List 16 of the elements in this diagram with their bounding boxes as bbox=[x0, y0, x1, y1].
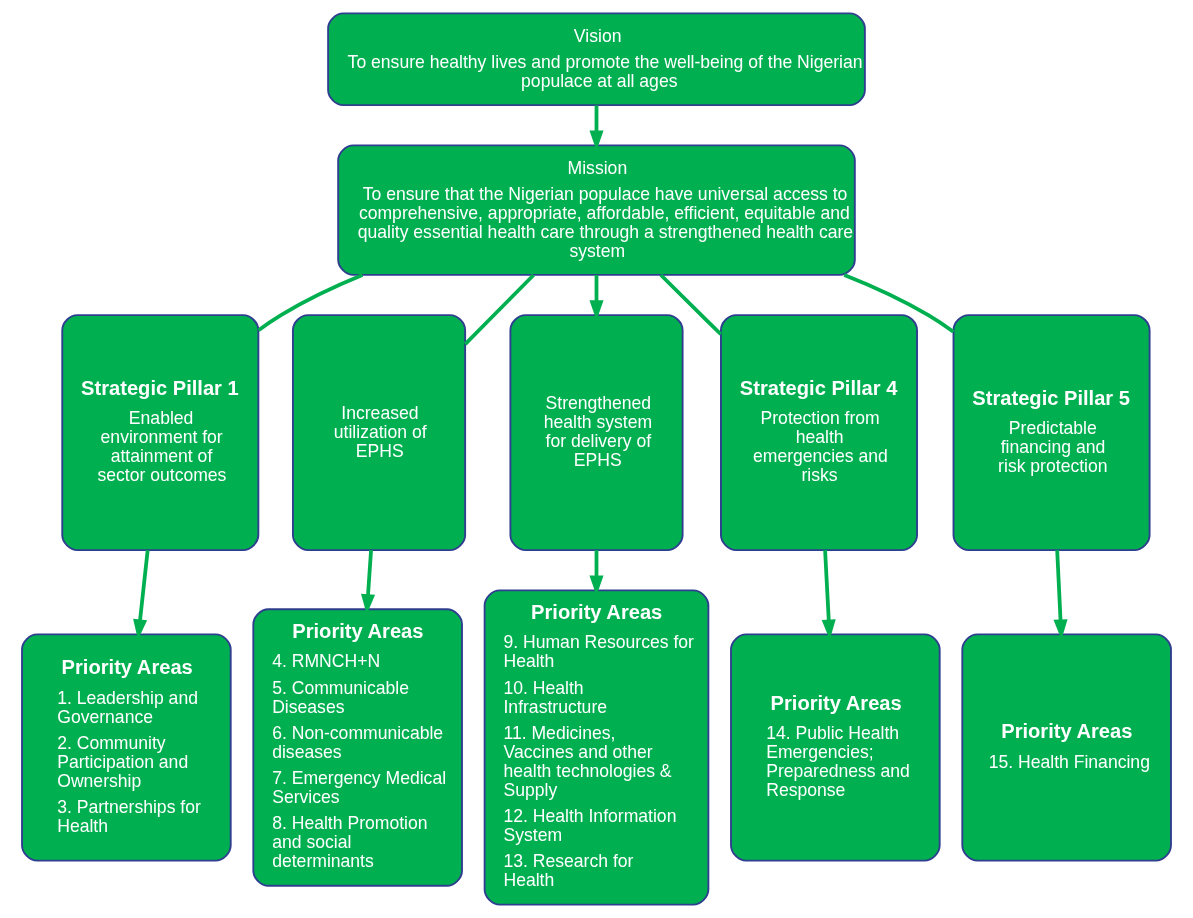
connector bbox=[843, 273, 955, 334]
node-box: Priority Areas 15. Health Financing bbox=[961, 633, 1172, 862]
node-box: Strategic Pillar 4 Protection from health emergencies and risks bbox=[720, 314, 918, 552]
node-box: Priority Areas 1. Leadership and Governance 2. Community Participation and Ownership 3. Partnerships for Health bbox=[21, 633, 232, 862]
connector bbox=[257, 273, 364, 332]
node-box: Strategic Pillar 1 Enabled environment for attainment of sector outcomes bbox=[61, 314, 260, 552]
node-box: Strengthened health system for delivery of EPHS bbox=[509, 314, 684, 552]
node-box: Priority Areas 4. RMNCH+N 5. Communicable Diseases 6. Non-communicable diseases 7. Emergency Medical Services 8. Health Promotion and social determinants bbox=[252, 608, 463, 887]
node-box: Priority Areas 14. Public Health Emergencies; Preparedness and Response bbox=[730, 633, 941, 862]
connector bbox=[659, 273, 723, 336]
node-box: Vision To ensure healthy lives and promote the well-being of the Nigerian populace at all ages bbox=[327, 12, 866, 107]
node-box: Strategic Pillar 5 Predictable financing and risk protection bbox=[952, 314, 1151, 552]
connector bbox=[463, 273, 535, 346]
node-box: Increased utilization of EPHS bbox=[291, 314, 467, 552]
node-box: Mission To ensure that the Nigerian populace have universal access to comprehensive, appropriate, affordable, efficient, equitable and quality essential health care through a strengthened health care system bbox=[337, 144, 856, 276]
node-box: Priority Areas 9. Human Resources for Health 10. Health Infrastructure 11. Medicines, Vaccines and other health technologies & Supply 12. Health Information System 13. Research for Health bbox=[483, 589, 710, 906]
